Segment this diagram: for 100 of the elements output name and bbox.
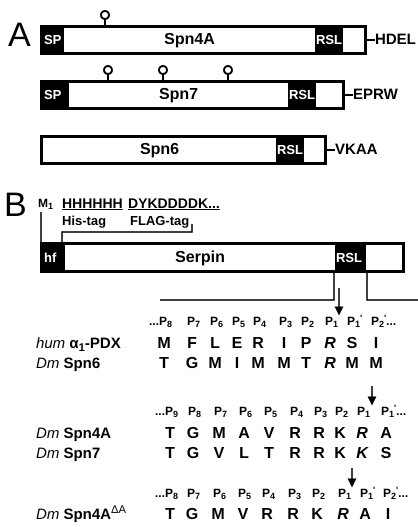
panel-letter: B bbox=[4, 188, 27, 222]
residue-letter: V bbox=[238, 507, 248, 523]
residue-letter: R bbox=[356, 426, 368, 442]
residue-letter: I bbox=[386, 507, 390, 523]
position-label: P$_{2}$ bbox=[312, 487, 326, 499]
residue-letter: G bbox=[186, 446, 200, 462]
residue-letter: G bbox=[186, 507, 198, 523]
residue-letter: E bbox=[232, 336, 242, 352]
domain-segment: SP bbox=[43, 28, 64, 52]
residue-letter: R bbox=[313, 426, 325, 442]
residue-letter: M bbox=[277, 356, 291, 372]
species-protein-name: hum α$_{1}$-PDX bbox=[36, 336, 121, 351]
residue-letter: T bbox=[301, 356, 311, 372]
position-label: P$_{4}$ bbox=[253, 315, 266, 327]
residue-letter: A bbox=[380, 426, 392, 442]
residue-letter: R bbox=[337, 507, 349, 523]
position-label: P$_{7}$ bbox=[187, 487, 200, 499]
residue-letter: M bbox=[208, 356, 222, 372]
residue-letter: R bbox=[324, 356, 336, 372]
residue-letter: V bbox=[264, 426, 274, 442]
residue-letter: K bbox=[311, 507, 323, 523]
position-label: P$_{7}$ bbox=[187, 315, 200, 327]
residue-letter: M bbox=[369, 356, 383, 372]
species-protein-name: Dm Spn4A$^{ΔA}$ bbox=[36, 507, 126, 522]
residue-letter: S bbox=[346, 336, 358, 352]
domain-segment: SP bbox=[43, 83, 69, 107]
position-label: P$_{5}$ bbox=[232, 315, 246, 327]
residue-letter: M bbox=[211, 507, 225, 523]
residue-letter: T bbox=[159, 356, 169, 372]
tag-sequence: HHHHHH bbox=[62, 196, 123, 210]
panel-letter: A bbox=[8, 18, 31, 52]
c-terminal-motif: HDEL bbox=[375, 30, 416, 50]
position-label: ...P$_{8}$ bbox=[154, 487, 178, 499]
residue-letter: R bbox=[287, 507, 299, 523]
protein-name: Spn7 bbox=[158, 85, 198, 105]
residue-letter: K bbox=[334, 426, 346, 442]
residue-letter: K bbox=[356, 446, 368, 462]
c-terminal-motif: VKAA bbox=[335, 140, 378, 160]
residue-letter: M bbox=[212, 426, 226, 442]
position-label: P$_{6}$ bbox=[213, 487, 226, 499]
position-label: P$_{2}$$^{'}$... bbox=[371, 315, 396, 327]
residue-letter: V bbox=[214, 446, 224, 462]
protein-name: Spn4A bbox=[164, 30, 215, 50]
position-label: P$_{6}$ bbox=[239, 405, 252, 417]
position-label: P$_{1}$ bbox=[325, 315, 338, 327]
residue-letter: R bbox=[252, 336, 264, 352]
position-label: P$_{3}$ bbox=[314, 405, 328, 417]
position-label: P$_{4}$ bbox=[290, 405, 304, 417]
residue-letter: T bbox=[165, 446, 175, 462]
protein-domain-bar bbox=[40, 242, 405, 273]
residue-letter: K bbox=[334, 446, 346, 462]
position-label: P$_{5}$ bbox=[264, 405, 278, 417]
species-protein-name: Dm Spn6 bbox=[36, 356, 100, 371]
residue-letter: T bbox=[264, 446, 274, 462]
residue-letter: G bbox=[186, 356, 198, 372]
domain-segment: RSL bbox=[288, 83, 316, 107]
domain-segment: RSL bbox=[315, 28, 343, 52]
tag-name: FLAG-tag bbox=[130, 214, 190, 227]
position-label: P$_{5}$ bbox=[238, 487, 252, 499]
domain-segment: hf bbox=[43, 245, 65, 270]
residue-letter: G bbox=[186, 426, 200, 442]
position-label: ...P$_{8}$ bbox=[148, 315, 172, 327]
residue-letter: R bbox=[261, 507, 273, 523]
residue-letter: M bbox=[251, 356, 265, 372]
tag-name: His-tag bbox=[62, 214, 106, 227]
species-protein-name: Dm Spn4A bbox=[36, 426, 112, 441]
residue-letter: M bbox=[157, 336, 171, 352]
position-label: P$_{7}$ bbox=[214, 405, 228, 417]
position-label: ...P$_{9}$ bbox=[154, 405, 178, 417]
position-label: P$_{1}$ bbox=[338, 487, 352, 499]
species-protein-name: Dm Spn7 bbox=[36, 446, 100, 461]
position-label: P$_{2}$ bbox=[335, 405, 348, 417]
position-label: P$_{2}$$^{'}$... bbox=[383, 487, 408, 499]
residue-letter: I bbox=[374, 336, 378, 352]
residue-letter: S bbox=[380, 446, 392, 462]
domain-segment: RSL bbox=[335, 245, 366, 270]
residue-letter: T bbox=[165, 426, 175, 442]
residue-letter: R bbox=[289, 446, 301, 462]
position-label: P$_{1}$$^{'}$... bbox=[381, 405, 406, 417]
residue-letter: R bbox=[289, 426, 301, 442]
sequence-start: M$_{1}$ bbox=[38, 197, 54, 209]
c-terminal-motif: EPRW bbox=[353, 84, 398, 105]
position-label: P$_{8}$ bbox=[188, 405, 202, 417]
position-label: P$_{2}$ bbox=[301, 315, 314, 327]
domain-segment: RSL bbox=[276, 138, 304, 162]
residue-letter: L bbox=[210, 336, 220, 352]
position-label: P$_{4}$ bbox=[262, 487, 276, 499]
position-label: P$_{1}$ bbox=[357, 405, 370, 417]
residue-letter: T bbox=[165, 507, 175, 523]
residue-letter: A bbox=[238, 426, 250, 442]
residue-letter: F bbox=[187, 336, 197, 352]
residue-letter: R bbox=[313, 446, 325, 462]
residue-letter: R bbox=[324, 336, 336, 352]
position-label: P$_{3}$ bbox=[288, 487, 302, 499]
residue-letter: L bbox=[239, 446, 249, 462]
protein-name: Spn6 bbox=[140, 140, 180, 160]
residue-letter: P bbox=[300, 336, 312, 352]
residue-letter: I bbox=[282, 336, 286, 352]
residue-letter: I bbox=[234, 356, 240, 372]
residue-letter: M bbox=[345, 356, 359, 372]
